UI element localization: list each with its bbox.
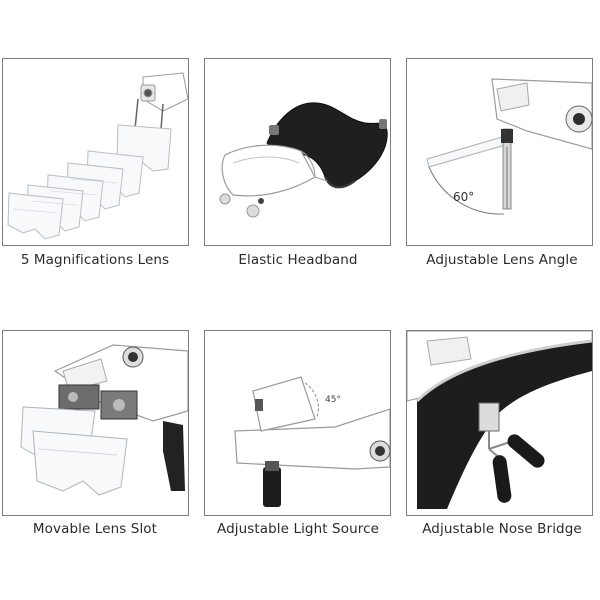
panel-movable-lens-slot <box>2 330 189 516</box>
lenses-illustration <box>7 72 188 240</box>
caption-movable-lens-slot: Movable Lens Slot <box>32 521 158 537</box>
light-source-illustration <box>234 376 390 507</box>
panel-elastic-headband <box>204 58 391 246</box>
lens-angle-illustration <box>426 78 592 215</box>
caption-elastic-headband: Elastic Headband <box>238 252 358 268</box>
panel-lens-angle: 60° <box>406 58 593 246</box>
panel-magnification-lenses <box>2 58 189 246</box>
caption-lens-angle: Adjustable Lens Angle <box>426 252 578 268</box>
caption-light-source: Adjustable Light Source <box>216 521 380 537</box>
caption-magnification-lenses: 5 Magnifications Lens <box>20 252 170 268</box>
nose-bridge-illustration <box>407 331 592 509</box>
lens-angle-label: 60° <box>453 190 475 204</box>
panel-nose-bridge <box>406 330 593 516</box>
headband-illustration <box>219 102 388 218</box>
light-source-angle-label: 45° <box>325 395 341 405</box>
panel-light-source: 45° <box>204 330 391 516</box>
lens-slot-illustration <box>20 344 188 496</box>
caption-nose-bridge: Adjustable Nose Bridge <box>422 521 582 537</box>
